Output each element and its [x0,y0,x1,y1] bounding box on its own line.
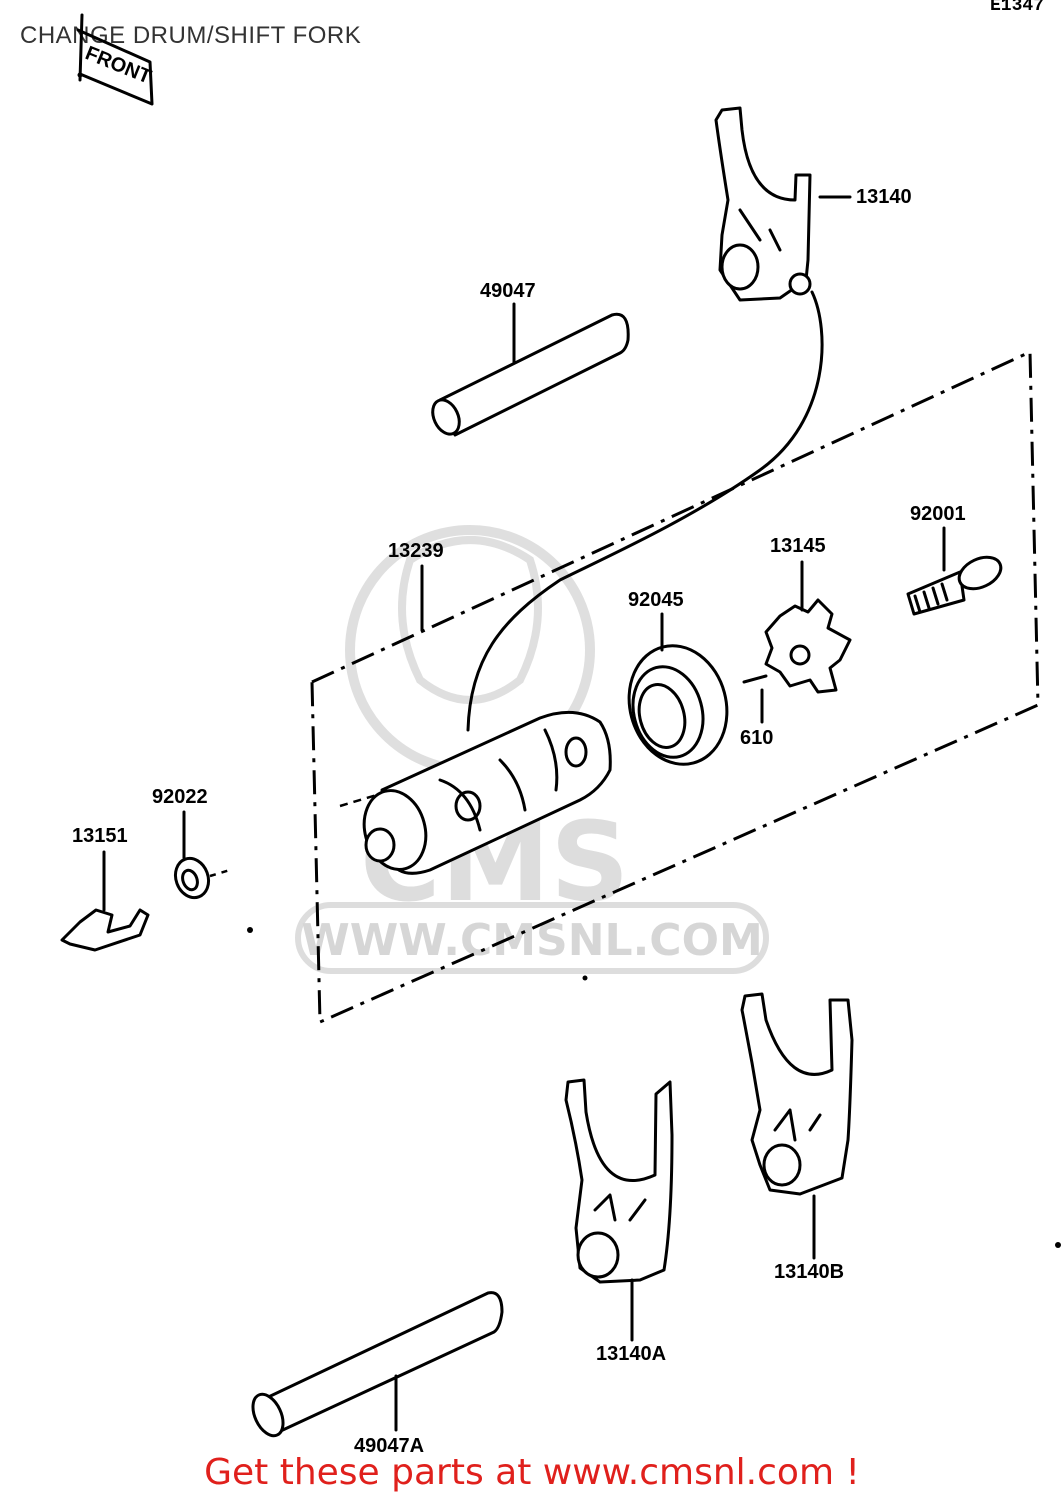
diagram-code: E1347 [990,0,1045,16]
label-92001: 92001 [910,503,966,525]
neutral-switch-13151 [60,850,150,952]
label-13239: 13239 [388,540,444,562]
change-drum-13239 [362,564,612,875]
fork-to-drum-guide-line [466,290,824,732]
washer-92022 [173,810,231,900]
pin-610 [742,674,768,724]
cam-plate-13145 [764,560,852,694]
label-49047: 49047 [480,280,536,302]
label-610: 610 [740,727,773,749]
shift-fork-13140B [740,992,854,1260]
footer-link-text[interactable]: Get these parts at www.cmsnl.com ! [204,1452,860,1493]
label-13140: 13140 [856,186,912,208]
label-92045: 92045 [628,589,684,611]
label-13151: 13151 [72,825,128,847]
watermark-url: WWW.CMSNL.COM [301,915,763,966]
label-49047A: 49047A [354,1435,424,1457]
front-marker: FRONT [76,13,154,106]
label-92022: 92022 [152,786,208,808]
label-13145: 13145 [770,535,826,557]
shaft-49047 [431,302,630,437]
bearing-92045 [627,612,729,766]
shift-fork-13140 [714,106,852,302]
page-title: CHANGE DRUM/SHIFT FORK [20,22,362,49]
pin-bolt-92001 [906,526,1003,616]
label-13140A: 13140A [596,1343,666,1365]
shift-fork-13140A [564,1078,674,1342]
shaft-49047A [251,1291,504,1438]
label-13140B: 13140B [774,1261,844,1283]
